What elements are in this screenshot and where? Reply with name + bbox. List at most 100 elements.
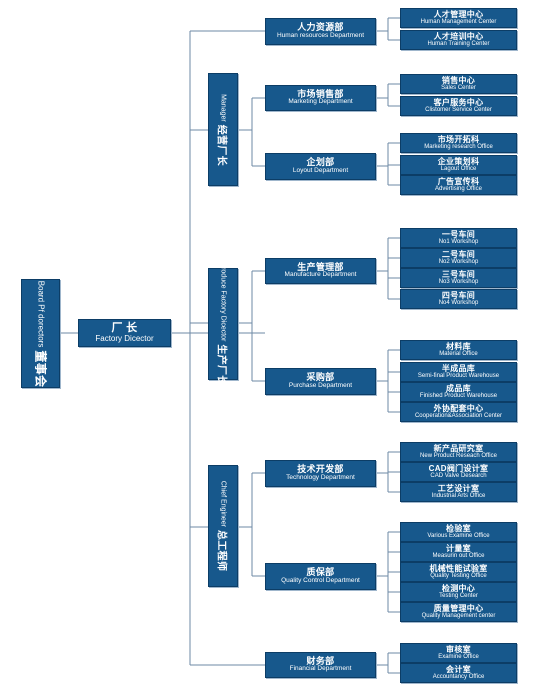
unit-cn-label: 材料库 [446,341,471,351]
board-of-directors-box: Board Pf dorectors 董事会 [21,279,60,388]
unit-en-label: Human Training Center [427,41,490,48]
unit-cn-label: 审核室 [446,644,471,654]
unit-cn-label: 工艺设计室 [437,483,480,493]
produce-director-cn-label: 生产厂长 [215,344,227,386]
unit-en-label: Quality Management center [421,613,496,620]
dept-human-resources: 人力资源部 Human resources Department [265,18,376,45]
dept-cn-label: 市场销售部 [297,88,344,99]
unit-en-label: No3 Workshop [438,279,479,286]
dept-en-label: Manufacture Department [284,271,357,279]
unit-en-label: Human Management Center [420,19,497,26]
unit-cn-label: 三号车间 [441,269,476,279]
dept-cn-label: 财务部 [306,655,335,666]
unit-en-label: Finished Product Warehouse [419,393,498,400]
unit-en-label: Clistomer Service Center [425,107,492,114]
unit-cn-label: 广告宣传科 [437,176,480,186]
unit-cn-label: 新产品研究室 [433,443,484,453]
unit-cn-label: 人才管理中心 [433,9,484,19]
unit-en-label: Cooperation&Association Center [414,413,503,420]
manager-box: Manager 经营厂长 [208,73,238,186]
unit-en-label: New Product Reseach Office [420,453,497,460]
unit-cn-label: 半成品库 [441,363,476,373]
dept-en-label: Loyout Department [292,166,349,174]
chief-engineer-en-label: Chief Engineer [219,480,227,528]
manager-en-label: Manager [219,93,227,122]
dept-cn-label: 采购部 [306,372,335,383]
dept-layout: 企划部 Loyout Department [265,153,376,180]
dept-financial: 财务部 Financial Department [265,652,376,678]
unit-cn-label: 客户服务中心 [433,97,484,107]
factory-en-label: Factory Dicector [95,333,154,343]
dept-cn-label: 人力资源部 [297,22,344,33]
dept-purchase: 采购部 Purchase Department [265,368,376,395]
factory-cn-label: 厂 长 [111,322,138,335]
unit-en-label: Measurin out Office [432,553,485,560]
unit-en-label: Lagout Office [440,166,477,173]
unit-cn-label: 计量室 [446,543,471,553]
manager-cn-label: 经营厂长 [215,124,227,166]
dept-cn-label: 技术开发部 [297,464,344,475]
unit-cn-label: 成品库 [446,383,471,393]
produce-director-en-label: Produce Factory Dicector [219,262,227,342]
dept-cn-label: 企划部 [306,157,335,168]
unit-en-label: Advertising Office [435,186,482,193]
unit-cn-label: 人才培训中心 [433,31,484,41]
unit-cn-label: 质量管理中心 [433,603,484,613]
unit-cn-label: 二号车间 [441,249,476,259]
unit-en-label: No4 Workshop [438,300,479,307]
unit-cn-label: 一号车间 [441,229,476,239]
unit-en-label: CAD Valve Desearch [430,473,487,480]
unit-cn-label: 机械性能试验室 [429,563,488,573]
dept-quality-control: 质保部 Quality Control Department [265,563,376,590]
dept-technology: 技术开发部 Technology Department [265,460,376,487]
unit-cn-label: 企业策划科 [437,156,480,166]
dept-en-label: Marketing Department [288,98,353,106]
dept-en-label: Technology Department [286,473,355,481]
unit-cn-label: CAD阀门设计室 [428,463,489,473]
unit-cn-label: 四号车间 [441,290,476,300]
chief-engineer-box: Chief Engineer 总工程师 [208,465,238,587]
factory-director-box: 厂 长 Factory Dicector [78,319,171,347]
unit-cn-label: 检测中心 [441,583,476,593]
chief-engineer-cn-label: 总工程师 [215,530,227,572]
unit-en-label: No2 Workshop [438,259,479,266]
unit-cn-label: 外协配套中心 [433,403,484,413]
unit-en-label: Semi-final Product Warehouse [417,373,500,380]
unit-cn-label: 检验室 [446,523,471,533]
unit-en-label: No1 Workshop [438,239,479,246]
unit-en-label: Accountancy Office [432,674,485,681]
unit-cn-label: 销售中心 [441,75,476,85]
unit-en-label: Quality Testing Office [430,573,487,580]
produce-director-box: Produce Factory Dicector 生产厂长 [208,262,238,386]
unit-en-label: Marketing research Office [424,144,493,151]
dept-en-label: Purchase Department [288,381,353,389]
unit-en-label: Examine Office [438,654,479,661]
unit-cn-label: 市场开拓科 [437,134,480,144]
dept-marketing: 市场销售部 Marketing Department [265,85,376,111]
unit-en-label: Various Examine Office [427,533,490,540]
